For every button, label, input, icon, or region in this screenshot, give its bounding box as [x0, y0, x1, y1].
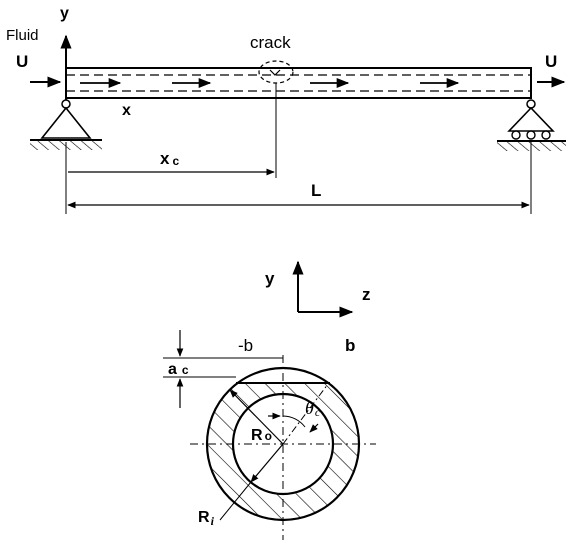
fluid-label: Fluid: [6, 27, 39, 44]
beam-x-label: x: [122, 102, 131, 119]
neg-b-label: -b: [238, 336, 253, 355]
b-label: b: [345, 336, 355, 355]
theta-arc: [282, 415, 306, 428]
crack-callout: [258, 60, 294, 84]
inner-radius-arrow: [250, 443, 284, 483]
inner-radius-leader: [219, 481, 252, 521]
inner-radius-label: Ri: [198, 509, 215, 528]
section-z-label: z: [362, 285, 371, 304]
crack-mark: [269, 69, 281, 76]
pipe-body: [65, 67, 532, 99]
theta-arrow: [309, 423, 319, 433]
beam-y-label: y: [60, 5, 69, 22]
outlet-velocity-label: U: [545, 52, 557, 71]
l-label: L: [311, 181, 321, 200]
outer-radius-arrow: [229, 389, 284, 445]
theta-radius-line: [282, 383, 329, 445]
section-y-label: y: [265, 269, 275, 288]
beam-elevation: y Fluid U U crack x: [6, 5, 566, 214]
inlet-velocity-label: U: [16, 52, 28, 71]
theta-label: θc: [305, 398, 321, 419]
crack-label: crack: [250, 33, 291, 52]
